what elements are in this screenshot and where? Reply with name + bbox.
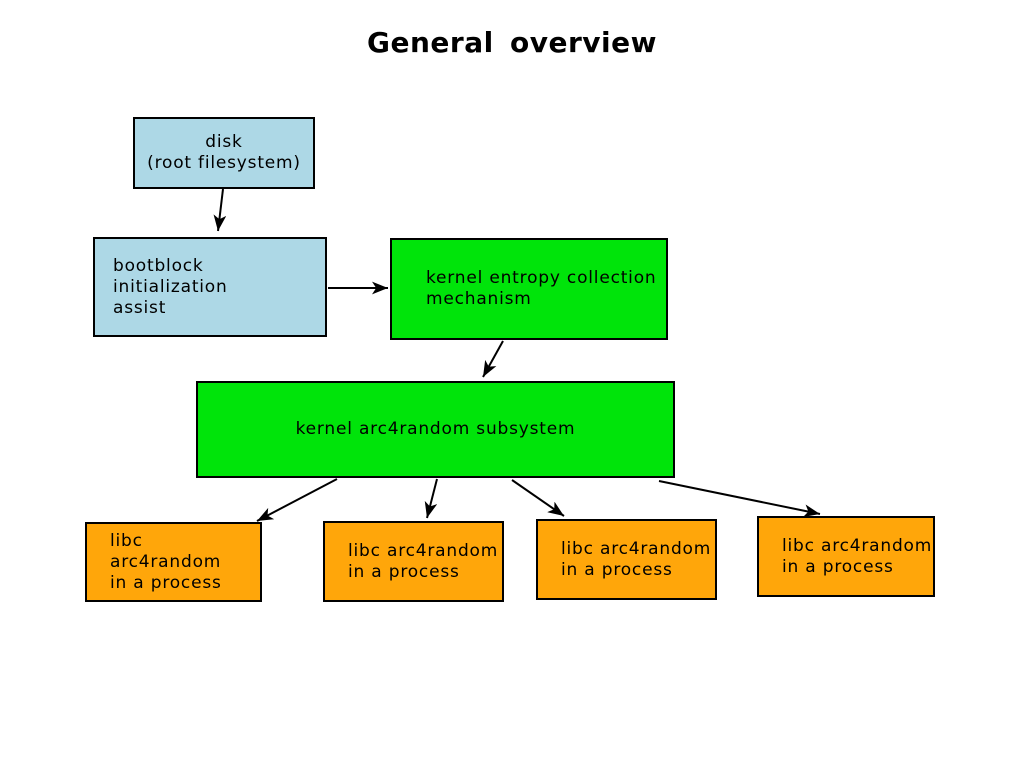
node-label-line: mechanism <box>426 289 532 309</box>
diagram-title: General overview <box>367 26 657 59</box>
node-libc-arc4random-process-3: libc arc4random in a process <box>536 519 717 600</box>
node-bootblock-initialization-assist: bootblock initialization assist <box>93 237 327 337</box>
node-label-line: (root filesystem) <box>147 153 301 173</box>
node-libc-arc4random-process-4: libc arc4random in a process <box>757 516 935 597</box>
node-label-line: in a process <box>782 556 894 577</box>
node-label-line: libc arc4random <box>110 530 222 572</box>
node-label-line: in a process <box>348 561 460 582</box>
node-label-line: assist <box>113 297 167 318</box>
node-label-line: libc arc4random <box>561 538 712 559</box>
arrow-entropy-to-arc4random <box>482 340 504 378</box>
node-label-line: in a process <box>110 572 222 593</box>
node-label-line: disk <box>205 132 243 152</box>
node-libc-arc4random-process-1: libc arc4random in a process <box>85 522 262 602</box>
arrow-arc4random-to-libc1 <box>256 478 338 522</box>
node-kernel-entropy-collection-mechanism: kernel entropy collection mechanism <box>390 238 668 340</box>
node-kernel-arc4random-subsystem: kernel arc4random subsystem <box>196 381 675 478</box>
node-label-line: libc arc4random <box>782 535 933 556</box>
node-label-line: kernel arc4random subsystem <box>295 419 576 439</box>
node-libc-arc4random-process-2: libc arc4random in a process <box>323 521 504 602</box>
node-disk-root-filesystem: disk (root filesystem) <box>133 117 315 189</box>
node-label-line: kernel entropy collection <box>426 268 657 288</box>
arrow-arc4random-to-libc4 <box>658 480 821 518</box>
node-label-line: in a process <box>561 559 673 580</box>
arrow-arc4random-to-libc2 <box>424 478 438 519</box>
arrow-disk-to-bootblock <box>213 188 227 232</box>
node-label-line: libc arc4random <box>348 540 499 561</box>
arrow-arc4random-to-libc3 <box>511 479 565 517</box>
node-label-line: bootblock initialization <box>113 255 228 297</box>
